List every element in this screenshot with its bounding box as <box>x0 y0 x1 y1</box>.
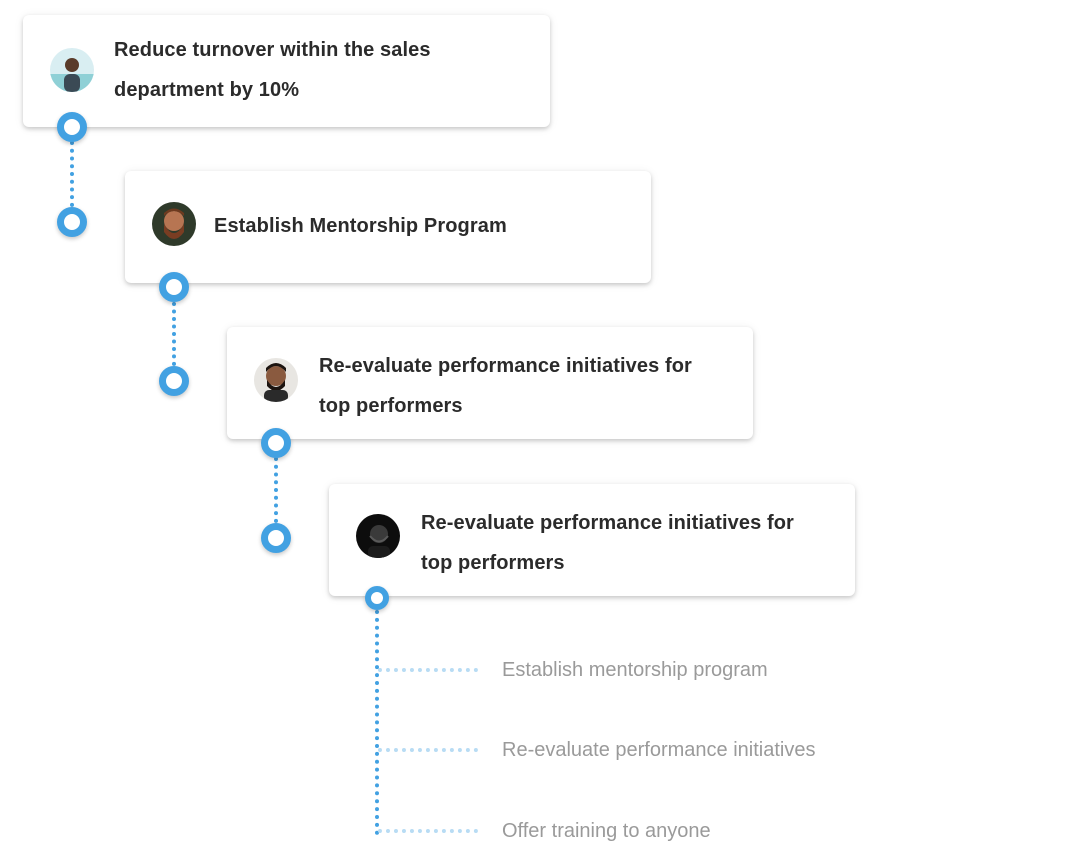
goal-card-1[interactable]: Reduce turnover within the sales departm… <box>23 15 550 127</box>
avatar <box>152 202 196 246</box>
circle-node-icon[interactable] <box>365 586 389 610</box>
avatar-photo-icon <box>152 202 196 246</box>
goal-title-line: Re-evaluate performance initiatives for <box>421 512 794 534</box>
avatar-photo-icon <box>254 358 298 402</box>
avatar <box>254 358 298 402</box>
avatar-photo-icon <box>356 514 400 558</box>
avatar <box>50 48 94 92</box>
circle-node-icon[interactable] <box>261 523 291 553</box>
circle-node-icon[interactable] <box>261 428 291 458</box>
sub-item-label[interactable]: Establish mentorship program <box>502 659 768 681</box>
goal-title-line: department by 10% <box>114 79 300 101</box>
goal-title-line: top performers <box>421 552 565 574</box>
circle-node-icon[interactable] <box>57 112 87 142</box>
circle-node-icon[interactable] <box>57 207 87 237</box>
branch-line <box>378 748 478 752</box>
connector-line <box>172 302 176 366</box>
goal-title-line: Re-evaluate performance initiatives for <box>319 355 692 377</box>
circle-node-icon[interactable] <box>159 366 189 396</box>
avatar-photo-icon <box>50 48 94 92</box>
sub-item-label[interactable]: Offer training to anyone <box>502 820 711 842</box>
connector-line <box>274 457 278 523</box>
circle-node-icon[interactable] <box>159 272 189 302</box>
goal-card-2[interactable]: Establish Mentorship Program <box>125 171 651 283</box>
avatar <box>356 514 400 558</box>
branch-line <box>378 829 478 833</box>
goal-title-line: Reduce turnover within the sales <box>114 39 431 61</box>
goal-card-3[interactable]: Re-evaluate performance initiatives for … <box>227 327 753 439</box>
goal-card-4[interactable]: Re-evaluate performance initiatives for … <box>329 484 855 596</box>
connector-line <box>375 610 379 835</box>
goal-title-line: Establish Mentorship Program <box>214 215 507 237</box>
goal-title-line: top performers <box>319 395 463 417</box>
sub-item-label[interactable]: Re-evaluate performance initiatives <box>502 739 816 761</box>
connector-line <box>70 141 74 207</box>
branch-line <box>378 668 478 672</box>
